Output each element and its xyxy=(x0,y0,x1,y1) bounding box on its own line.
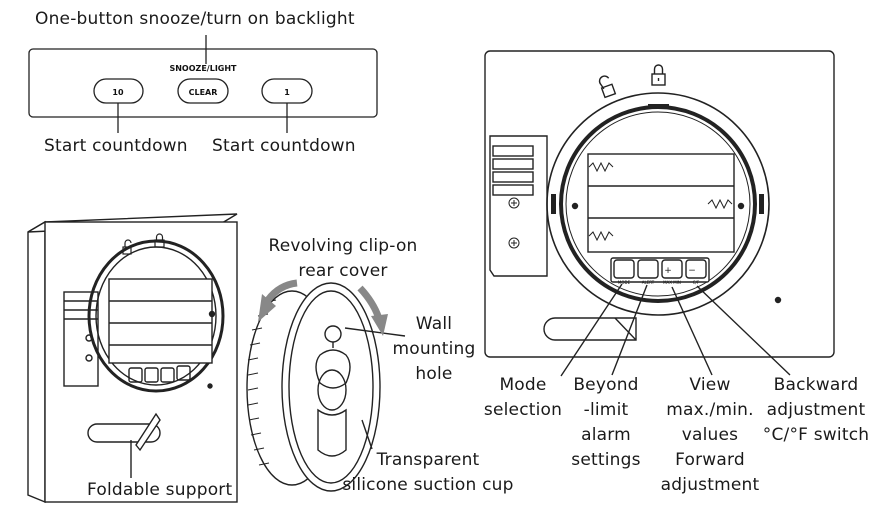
revolving-clip-label: Revolving clip-on rear cover xyxy=(258,234,428,284)
suction-cup-label: Transparent silicone suction cup xyxy=(330,448,526,498)
revolving-clip-line-2: rear cover xyxy=(298,261,388,281)
rotate-arrow-right-head xyxy=(371,314,388,336)
wall-hole-line-3: hole xyxy=(415,364,453,384)
maxmin-plus-symbol: + xyxy=(664,266,672,276)
view-label: View max./min. values Forward adjustment xyxy=(653,373,767,498)
button-clear-label: CLEAR xyxy=(189,88,218,97)
button-10-label: 10 xyxy=(112,88,124,97)
maxmin-button[interactable] xyxy=(661,259,683,279)
alert-button[interactable] xyxy=(637,259,659,279)
view-line-1: View xyxy=(689,375,731,395)
backward-leader xyxy=(696,285,791,376)
backward-label: Backward adjustment °C/°F switch xyxy=(757,373,875,448)
panel-label: SNOOZE/LIGHT xyxy=(169,64,237,73)
mode-selection-label: Mode selection xyxy=(480,373,566,423)
right-lock-icon xyxy=(651,64,666,86)
mode-line-2: selection xyxy=(483,400,563,420)
wall-hole-line-1: Wall xyxy=(415,314,453,334)
foldable-support-label: Foldable support xyxy=(87,480,233,500)
rotate-arrow-left-head xyxy=(258,294,276,322)
snooze-panel xyxy=(28,35,378,133)
left-lock-icon xyxy=(154,233,165,248)
snooze-caption: One-button snooze/turn on backlight xyxy=(35,9,355,29)
screw-icon xyxy=(508,197,520,249)
mode-button[interactable] xyxy=(613,259,635,279)
wall-hole-label: Wall mounting hole xyxy=(386,312,482,387)
suction-cup-line-1: Transparent xyxy=(376,450,480,470)
suction-cup-leader xyxy=(361,419,373,450)
alert-line-4: settings xyxy=(571,450,641,470)
view-line-4: Forward xyxy=(675,450,745,470)
wall-hole-leader xyxy=(344,327,406,337)
alert-label: Beyond -limit alarm settings xyxy=(565,373,647,473)
view-line-5: adjustment xyxy=(660,475,760,495)
cf-tag: C/F xyxy=(693,280,700,285)
rotate-arrow-left xyxy=(265,279,298,303)
cf-minus-symbol: − xyxy=(688,266,696,276)
rear-cover xyxy=(246,282,406,492)
wall-hole-line-2: mounting xyxy=(392,339,476,359)
backward-line-1: Backward xyxy=(773,375,859,395)
left-countdown-caption: Start countdown xyxy=(44,136,188,156)
view-leader xyxy=(671,286,713,376)
mode-leader xyxy=(560,283,623,377)
revolving-clip-line-1: Revolving clip-on xyxy=(268,236,418,256)
right-unlock-icon xyxy=(598,75,617,99)
alert-line-2: -limit xyxy=(583,400,629,420)
mode-tag: MODE xyxy=(618,280,631,285)
maxmin-tag: MAX MIN xyxy=(663,280,681,285)
view-line-2: max./min. xyxy=(666,400,754,420)
right-countdown-caption: Start countdown xyxy=(212,136,356,156)
backward-line-3: °C/°F switch xyxy=(762,425,870,445)
suction-cup-line-2: silicone suction cup xyxy=(342,475,514,495)
right-device xyxy=(484,50,835,377)
alert-tag: ALERT xyxy=(642,280,655,285)
alert-leader xyxy=(611,284,648,376)
left-unlock-icon xyxy=(122,239,132,255)
alert-line-3: alarm xyxy=(581,425,631,445)
alert-line-1: Beyond xyxy=(573,375,639,395)
left-device xyxy=(27,213,238,504)
button-1-label: 1 xyxy=(284,88,290,97)
button-clear[interactable] xyxy=(177,78,229,104)
cf-button[interactable] xyxy=(685,259,707,279)
backward-line-2: adjustment xyxy=(766,400,866,420)
view-line-3: values xyxy=(681,425,739,445)
mode-line-1: Mode xyxy=(499,375,547,395)
